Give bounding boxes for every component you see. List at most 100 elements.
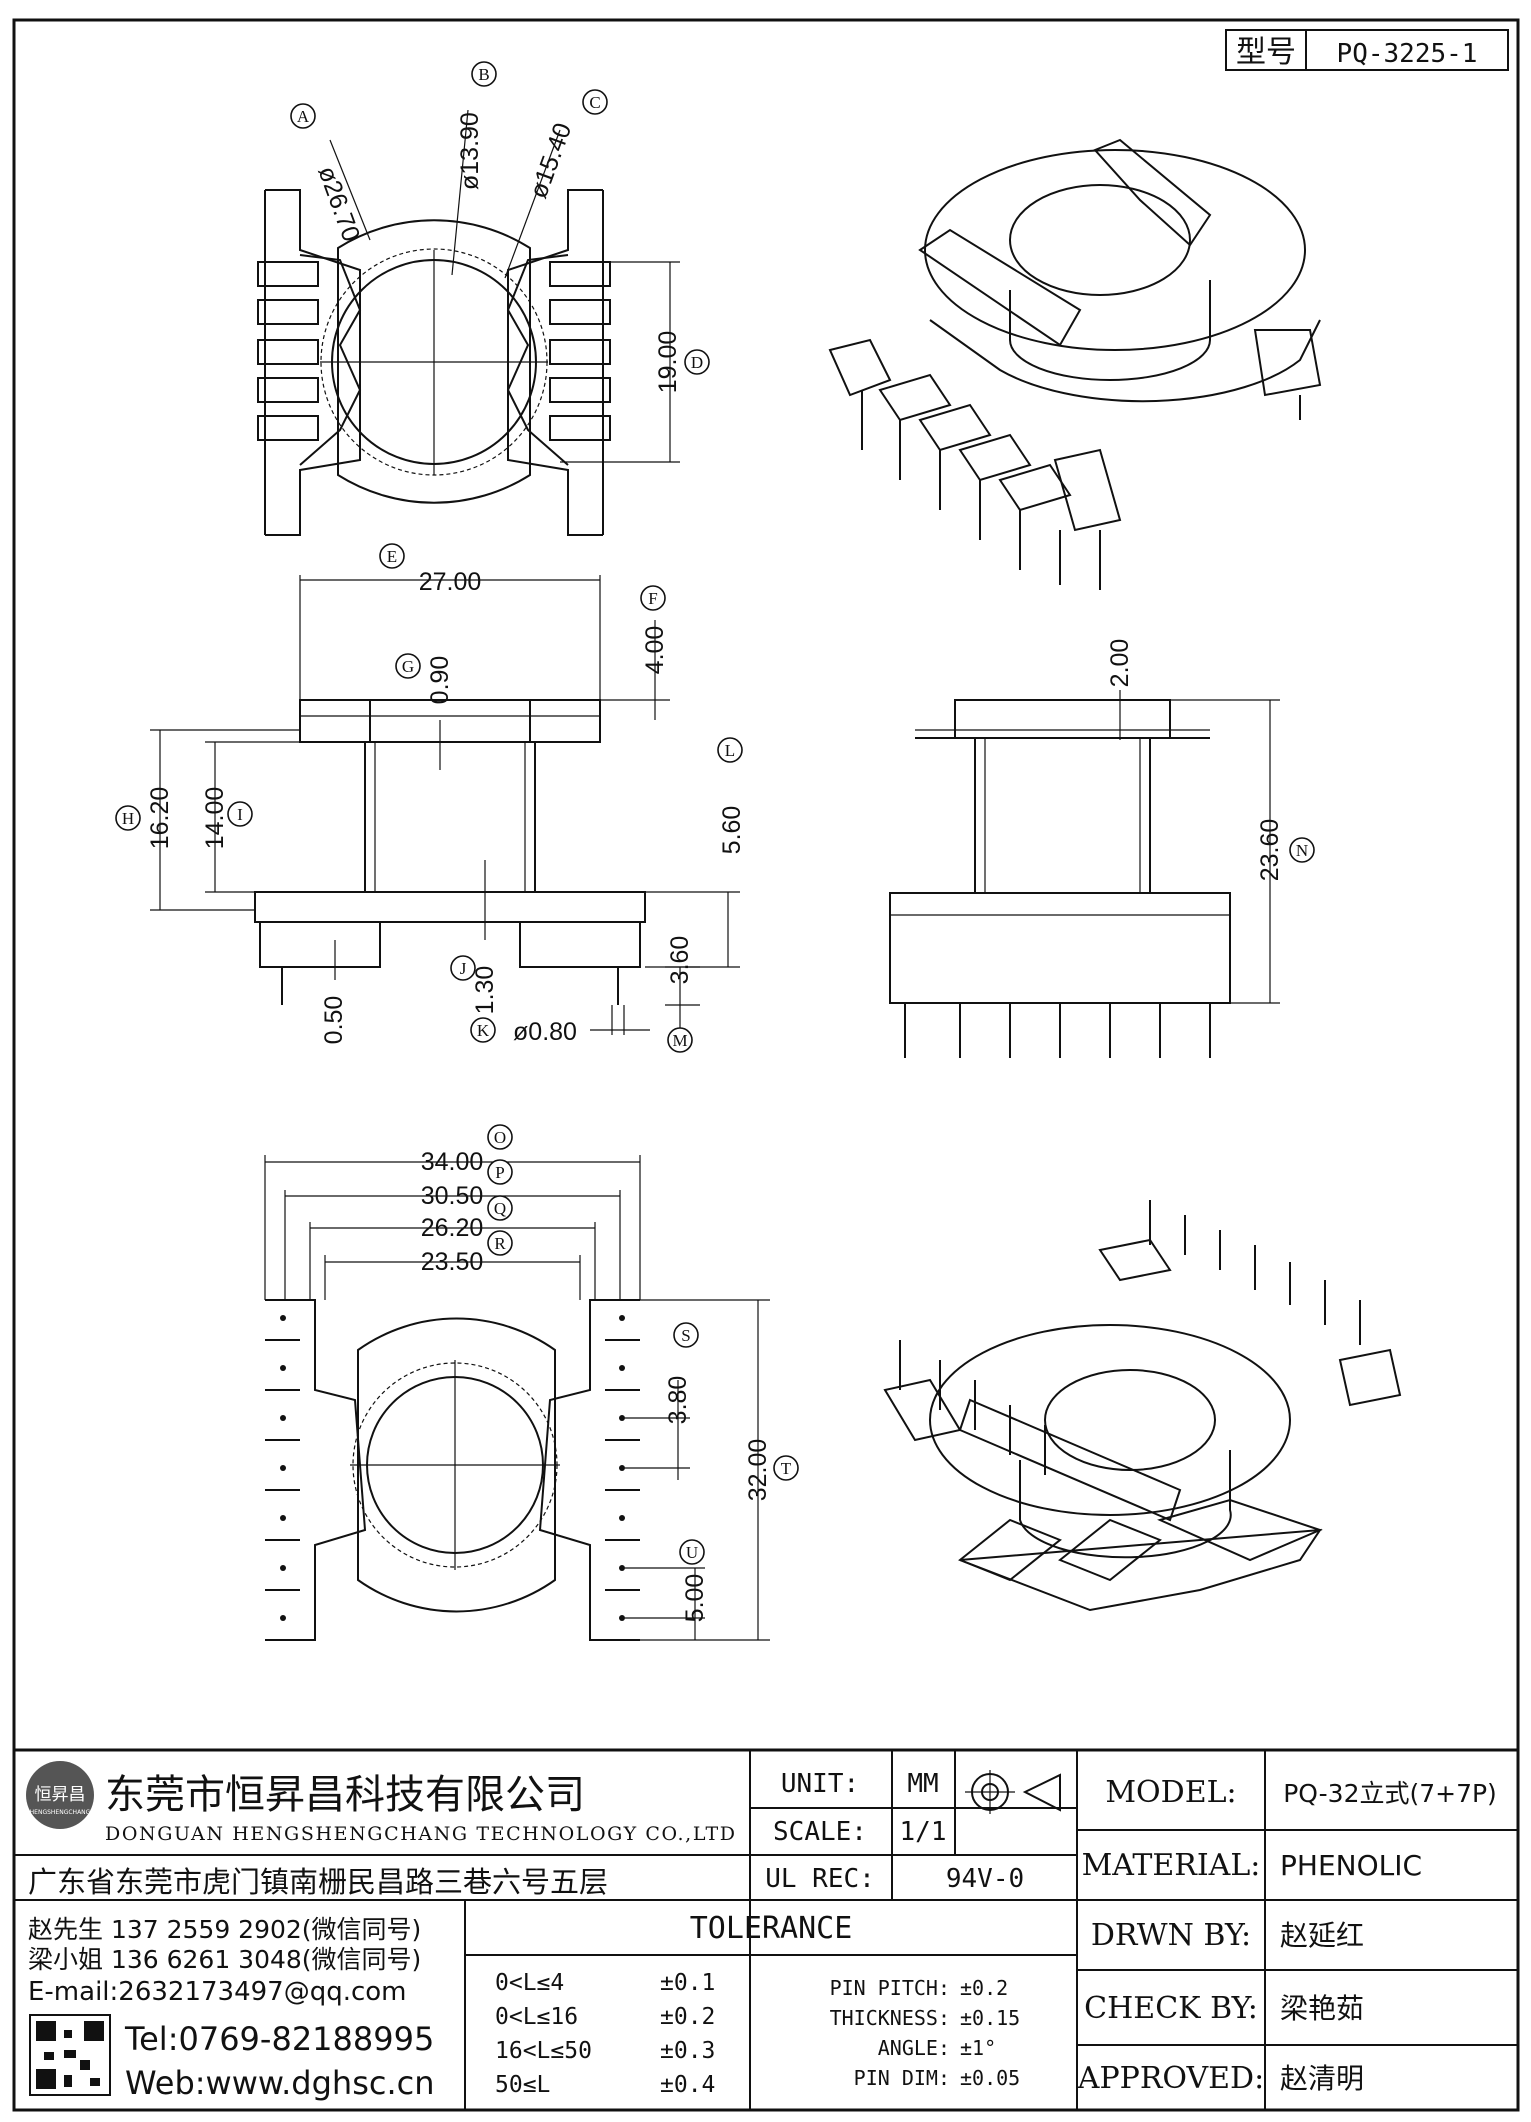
svg-text:B: B bbox=[478, 65, 489, 84]
dim-L-text: 5.60 bbox=[718, 806, 746, 855]
bottom-view: 34.00 30.50 26.20 23.50 3.80 32.00 5.00 … bbox=[264, 1124, 799, 1641]
tol-value-4: ±0.4 bbox=[660, 2072, 715, 2098]
unit-label: UNIT: bbox=[781, 1769, 859, 1799]
svg-text:N: N bbox=[1296, 841, 1308, 860]
dim-A-text: ø26.70 bbox=[312, 162, 365, 245]
qr-code-icon bbox=[29, 2014, 111, 2096]
label-P: P bbox=[487, 1159, 513, 1185]
svg-text:E: E bbox=[387, 547, 397, 566]
label-K: K bbox=[470, 1017, 496, 1043]
tol-range-2: 0<L≤16 bbox=[495, 2004, 578, 2030]
dim-U-text: 5.00 bbox=[681, 1574, 709, 1623]
dim-S-text: 3.80 bbox=[664, 1376, 692, 1425]
label-C: C bbox=[582, 89, 608, 115]
angle-value: ±1° bbox=[960, 2036, 996, 2060]
svg-text:M: M bbox=[672, 1031, 687, 1050]
part-number-box: 型号 PQ-3225-1 bbox=[1225, 29, 1509, 71]
dim-G-text: 0.90 bbox=[426, 656, 454, 705]
tolerance-table: 0<L≤4 ±0.1 0<L≤16 ±0.2 16<L≤50 ±0.3 50≤L… bbox=[495, 1970, 1020, 2098]
label-D: D bbox=[684, 349, 710, 375]
tolerance-title: TOLERANCE bbox=[690, 1911, 853, 1946]
tol-value-1: ±0.1 bbox=[660, 1970, 715, 1996]
tol-range-1: 0<L≤4 bbox=[495, 1970, 564, 1996]
label-U: U bbox=[679, 1539, 705, 1565]
svg-text:J: J bbox=[460, 959, 467, 978]
dim-K-text: ø0.80 bbox=[513, 1018, 577, 1046]
svg-text:K: K bbox=[477, 1021, 490, 1040]
label-T: T bbox=[773, 1455, 799, 1481]
contact-2: 梁小姐 136 6261 3048(微信同号) bbox=[28, 1945, 421, 1974]
ul-rec-value: 94V-0 bbox=[946, 1864, 1024, 1894]
svg-text:F: F bbox=[648, 589, 657, 608]
dim-Q-text: 26.20 bbox=[421, 1214, 484, 1242]
dim-P-text: 30.50 bbox=[421, 1182, 484, 1210]
approved-value: 赵清明 bbox=[1280, 2062, 1364, 2095]
dim-D-text: 19.00 bbox=[654, 331, 682, 394]
label-J: J bbox=[450, 955, 476, 981]
label-O: O bbox=[487, 1124, 513, 1150]
svg-text:H: H bbox=[122, 809, 134, 828]
svg-text:S: S bbox=[681, 1326, 690, 1345]
svg-text:G: G bbox=[402, 657, 414, 676]
tol-range-3: 16<L≤50 bbox=[495, 2038, 592, 2064]
scale-label: SCALE: bbox=[773, 1817, 867, 1847]
thickness-value: ±0.15 bbox=[960, 2006, 1020, 2030]
label-Q: Q bbox=[487, 1195, 513, 1221]
svg-text:O: O bbox=[494, 1128, 506, 1147]
label-F: F bbox=[640, 585, 666, 611]
part-number-value: PQ-3225-1 bbox=[1337, 39, 1478, 69]
company-name-cn: 东莞市恒昇昌科技有限公司 bbox=[105, 1772, 585, 1818]
label-N: N bbox=[1289, 837, 1315, 863]
tol-value-2: ±0.2 bbox=[660, 2004, 715, 2030]
company-address: 广东省东莞市虎门镇南栅民昌路三巷六号五层 bbox=[28, 1865, 608, 1899]
part-number-label: 型号 bbox=[1236, 35, 1296, 70]
company-logo: 恒昇昌 HENGSHENGCHANG bbox=[26, 1761, 94, 1829]
label-S: S bbox=[673, 1322, 699, 1348]
material-value: PHENOLIC bbox=[1280, 1849, 1422, 1882]
svg-text:恒昇昌: 恒昇昌 bbox=[35, 1785, 86, 1805]
svg-text:T: T bbox=[781, 1459, 792, 1478]
model-label: MODEL: bbox=[1105, 1775, 1236, 1810]
iso-view-top bbox=[828, 138, 1322, 590]
angle-label: ANGLE: bbox=[878, 2036, 950, 2060]
label-H: H bbox=[115, 805, 141, 831]
svg-text:D: D bbox=[691, 353, 703, 372]
dim-I-text: 14.00 bbox=[201, 787, 229, 850]
label-B: B bbox=[471, 61, 497, 87]
top-view: 19.00 ø26.70 ø13.90 ø15.40 A B C D bbox=[257, 61, 710, 536]
label-I: I bbox=[227, 801, 253, 827]
dim-R-text: 23.50 bbox=[421, 1248, 484, 1276]
svg-text:I: I bbox=[237, 805, 243, 824]
thickness-label: THICKNESS: bbox=[830, 2006, 950, 2030]
dim-F-text: 4.00 bbox=[641, 626, 669, 675]
dim-T-text: 32.00 bbox=[744, 1439, 772, 1502]
company-name-en: DONGUAN HENGSHENGCHANG TECHNOLOGY CO.,LT… bbox=[105, 1823, 735, 1845]
label-E: E bbox=[379, 543, 405, 569]
pin-dim-label: PIN DIM: bbox=[854, 2066, 950, 2090]
svg-text:P: P bbox=[495, 1163, 504, 1182]
dim-O-text: 34.00 bbox=[421, 1148, 484, 1176]
pin-pitch-label: PIN PITCH: bbox=[830, 1976, 950, 2000]
dim-B-text: ø13.90 bbox=[456, 112, 484, 190]
svg-text:HENGSHENGCHANG: HENGSHENGCHANG bbox=[30, 1809, 91, 1816]
label-G: G bbox=[395, 653, 421, 679]
dim-0-50-text: 0.50 bbox=[320, 996, 348, 1045]
label-A: A bbox=[290, 103, 316, 129]
website: Web:www.dghsc.cn bbox=[125, 2064, 435, 2102]
title-block: 恒昇昌 HENGSHENGCHANG 东莞市恒昇昌科技有限公司 DONGUAN … bbox=[14, 1748, 1518, 2110]
svg-text:C: C bbox=[589, 93, 600, 112]
side-view: 23.60 2.00 N bbox=[889, 639, 1315, 1058]
iso-view-bottom bbox=[883, 1200, 1402, 1612]
pin-pitch-value: ±0.2 bbox=[960, 1976, 1008, 2000]
projection-symbol-icon bbox=[965, 1770, 1061, 1814]
unit-value: MM bbox=[907, 1769, 938, 1799]
check-by-label: CHECK BY: bbox=[1084, 1991, 1258, 2026]
dim-M-text: 3.60 bbox=[666, 936, 694, 985]
dim-H-text: 16.20 bbox=[146, 787, 174, 850]
dim-E-text: 27.00 bbox=[419, 568, 482, 596]
dim-2-00-text: 2.00 bbox=[1106, 639, 1134, 688]
svg-text:L: L bbox=[725, 741, 735, 760]
sheet-border bbox=[12, 18, 1520, 2112]
svg-text:R: R bbox=[494, 1234, 506, 1253]
